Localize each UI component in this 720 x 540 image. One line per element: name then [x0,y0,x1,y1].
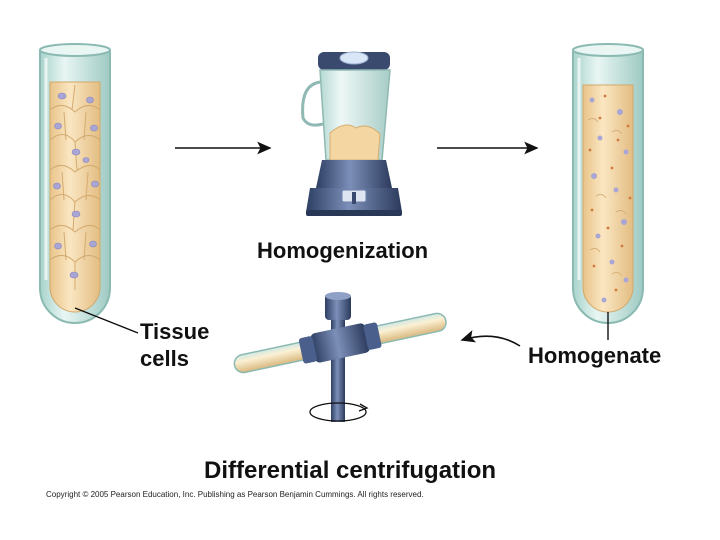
tissue-cells-label: Tissue cells [140,318,209,372]
homogenization-label: Homogenization [257,238,429,263]
homogenate-label: Homogenate [528,343,662,368]
blender-icon [301,51,402,216]
tissue-leader-line [74,307,139,334]
centrifuge-icon [233,292,447,422]
copyright-notice: Copyright © 2005 Pearson Education, Inc.… [46,490,424,499]
tissue-label-line1: Tissue [140,319,210,344]
homogenate-test-tube-icon [572,43,644,324]
arrow-to-centrifuge [460,330,521,347]
tissue-test-tube-icon [39,43,111,324]
tissue-label-line2: cells [140,346,189,371]
differential-centrifugation-label: Differential centrifugation [204,457,497,484]
